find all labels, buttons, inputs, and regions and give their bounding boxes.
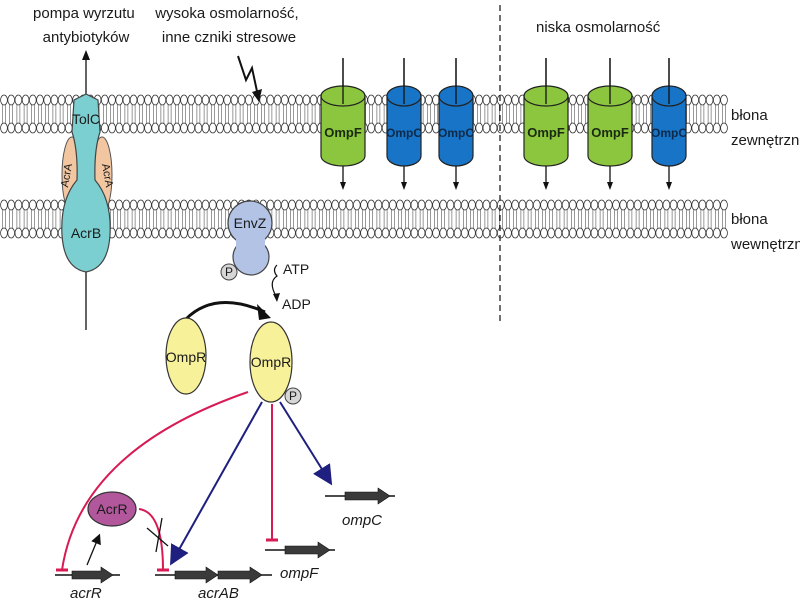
envz-phosphate-icon bbox=[220, 263, 238, 281]
efflux-pump-label: pompa wyrzutu antybiotyków bbox=[33, 5, 139, 46]
phosphorylation-arc bbox=[184, 301, 266, 321]
stress-lightning-icon bbox=[237, 55, 259, 97]
atp-adp-arrow bbox=[271, 264, 278, 297]
envz-label: EnvZ bbox=[234, 215, 267, 231]
porin-label: OmpC bbox=[386, 126, 422, 140]
porin-ompf: OmpF bbox=[320, 58, 366, 190]
blocked-cross-a bbox=[146, 527, 169, 547]
porin-label: OmpF bbox=[527, 125, 565, 140]
outer-membrane-label: błona zewnętrzna bbox=[731, 107, 800, 149]
porin-label: OmpF bbox=[591, 125, 629, 140]
ompr-activates-ompC bbox=[279, 401, 333, 486]
gene-acrR-label: acrR bbox=[70, 585, 102, 600]
ompr-phosphate-icon bbox=[284, 387, 302, 405]
acrb-label: AcrB bbox=[71, 225, 101, 241]
acra-left-label: AcrA bbox=[59, 162, 75, 188]
ompr-label: OmpR bbox=[166, 349, 206, 365]
genes bbox=[55, 487, 395, 584]
porin-ompf: OmpF bbox=[587, 58, 633, 190]
stress-label: wysoka osmolarność, inne czniki stresowe bbox=[154, 5, 303, 46]
ompr bbox=[165, 317, 207, 395]
atp-adp-arrowhead-icon bbox=[273, 293, 280, 302]
porin-arrow-icon bbox=[453, 182, 459, 190]
gene-acrAB-label: acrAB bbox=[198, 585, 239, 600]
porins: OmpF OmpC OmpC OmpF OmpF OmpC bbox=[320, 58, 687, 190]
inner-membrane-label: błona wewnętrzna bbox=[730, 211, 800, 253]
stress-arrowhead-icon bbox=[252, 89, 262, 102]
ompr-phosphate-label: P bbox=[289, 389, 297, 403]
gene-ompC-label: ompC bbox=[342, 512, 382, 529]
ompr-p-label: OmpR bbox=[251, 354, 291, 370]
ompr-represses-acrR bbox=[61, 391, 249, 571]
porin-ompf: OmpF bbox=[523, 58, 569, 190]
gene-acrR bbox=[55, 566, 120, 584]
porin-label: OmpC bbox=[651, 126, 687, 140]
adp-label: ADP bbox=[282, 296, 311, 312]
gene-ompF bbox=[265, 541, 335, 559]
gene-ompF-label: ompF bbox=[280, 565, 319, 582]
tolc-acrb-complex bbox=[61, 93, 111, 273]
porin-arrow-icon bbox=[340, 182, 346, 190]
acrr-represses-acrAB bbox=[138, 508, 164, 571]
atp-label: ATP bbox=[283, 261, 309, 277]
porin-ompc: OmpC bbox=[386, 58, 422, 190]
phosphorylation-arrowhead-icon bbox=[257, 304, 271, 320]
ompr-activates-acrAB bbox=[170, 401, 263, 566]
porin-label: OmpC bbox=[438, 126, 474, 140]
low-osmolarity-label: niska osmolarność bbox=[536, 19, 661, 36]
acrR-expression-arrow bbox=[86, 533, 101, 566]
porin-ompc: OmpC bbox=[438, 58, 474, 190]
acra-right-label: AcrA bbox=[99, 163, 115, 189]
efflux-pump: TolC AcrB AcrA AcrA bbox=[59, 50, 115, 330]
tolc-label: TolC bbox=[72, 111, 100, 127]
blocked-cross-b bbox=[155, 517, 163, 553]
porin-arrow-icon bbox=[543, 182, 549, 190]
envz-phosphate-label: P bbox=[225, 265, 233, 279]
acrr bbox=[87, 491, 137, 527]
gene-acrAB bbox=[155, 566, 272, 584]
envz-neck bbox=[236, 236, 265, 248]
porin-arrow-icon bbox=[401, 182, 407, 190]
porin-ompc: OmpC bbox=[651, 58, 687, 190]
ompr-phosphorylated bbox=[249, 321, 293, 403]
acrr-label: AcrR bbox=[96, 501, 127, 517]
gene-ompC bbox=[325, 487, 395, 505]
envz-kinase: EnvZ P ATP ADP bbox=[220, 200, 311, 312]
porin-label: OmpF bbox=[324, 125, 362, 140]
efflux-arrow-icon bbox=[82, 50, 90, 60]
porin-arrow-icon bbox=[607, 182, 613, 190]
porin-arrow-icon bbox=[666, 182, 672, 190]
